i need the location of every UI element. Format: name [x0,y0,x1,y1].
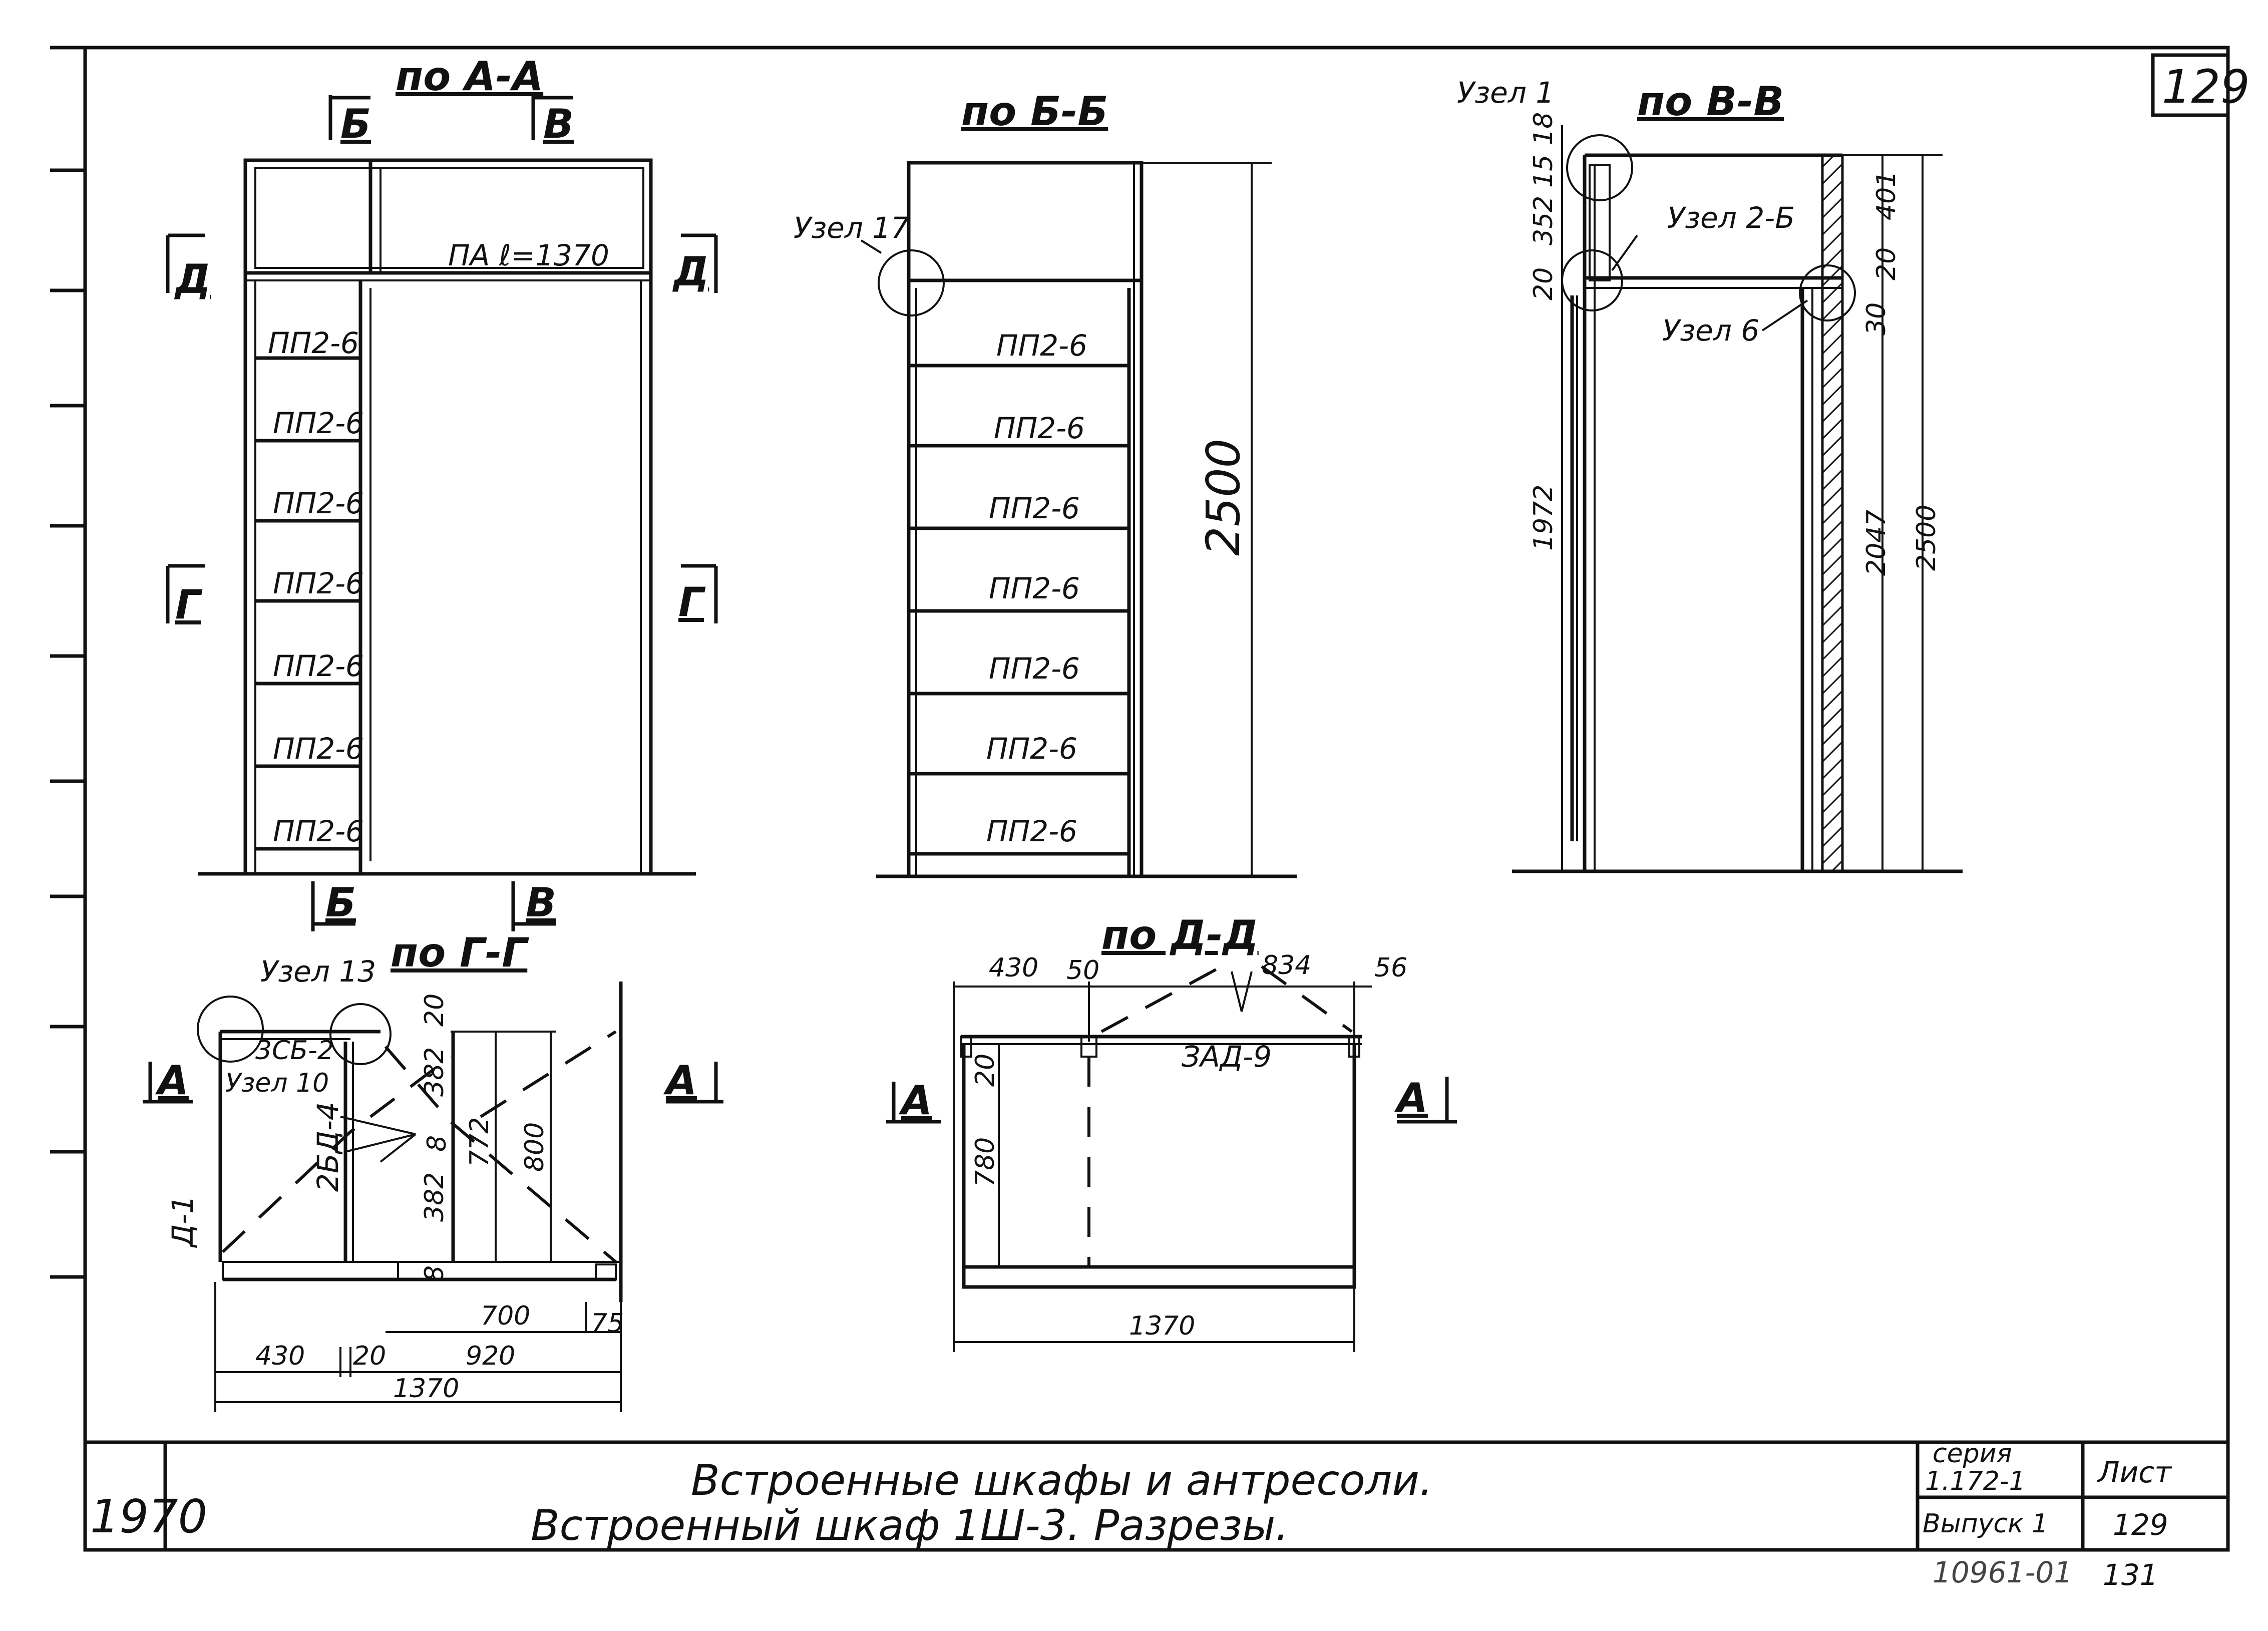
dim-vv-20: 20 [1529,267,1559,300]
node-1-circle [1566,134,1633,201]
shelf-label-bb-2: ПП2-6 [994,411,1085,445]
cut-mark-a-right-gg: А [663,1057,697,1104]
title-line-2: Встроенный шкаф 1Ш-3. Разрезы. [531,1501,1289,1550]
title-block [85,1440,2228,1550]
dim-bb-height: 2500 [1197,439,1250,556]
shelf-label-aa-5: ПП2-6 [273,649,364,683]
dim-gg-20h: 20 [353,1341,386,1371]
shelf-label-aa-7: ПП2-6 [273,814,364,848]
dim-gg-8-mid: 8 [422,1135,452,1152]
dim-vv-1972: 1972 [1529,485,1559,551]
dim-vv-20r: 20 [1871,247,1902,280]
dim-gg-382-bottom: 382 [420,1172,450,1222]
dim-dd-56: 56 [1374,953,1407,983]
node-10-circle [329,1003,392,1065]
sheet-value: 129 [2113,1508,2168,1542]
series-label: серия [1933,1439,2012,1469]
shelf-label-aa-2: ПП2-6 [273,406,364,440]
cut-mark-d-left: Д [174,256,211,302]
cut-mark-b-top: Б [340,101,371,147]
dim-vv-18: 18 [1529,112,1559,145]
dim-gg-920: 920 [466,1341,515,1371]
cut-mark-g-right: Г [678,579,706,625]
node-17-label: Узел 17 [794,211,909,245]
dim-dd-780: 780 [970,1137,1000,1187]
label-pa-panel: ПА ℓ=1370 [448,238,609,272]
cut-mark-a-left-gg: А [155,1057,189,1104]
shelf-label-aa-4: ПП2-6 [273,566,364,600]
dim-dd-20: 20 [970,1054,1000,1087]
cut-mark-a-left-dd: А [898,1077,932,1124]
title-year: 1970 [90,1490,207,1543]
part-3sb-label: 3СБ-2 [255,1036,334,1066]
node-6-label: Узел 6 [1662,313,1759,348]
shelf-label-bb-7: ПП2-6 [986,814,1077,848]
section-aa-title: по А-А [396,53,543,100]
cut-mark-b-bottom: Б [325,879,356,926]
shelf-label-aa-6: ПП2-6 [273,732,364,766]
series-value: 1.172-1 [1925,1466,2026,1496]
dim-gg-382-top: 382 [420,1047,450,1097]
shelf-label-aa-1: ПП2-6 [268,326,359,360]
dim-vv-2047: 2047 [1861,510,1892,576]
shelf-label-bb-6: ПП2-6 [986,732,1077,766]
dim-vv-15: 15 [1529,155,1559,188]
shelf-label-bb-3: ПП2-6 [989,491,1080,525]
dim-gg-8-bottom: 8 [420,1265,450,1282]
dim-dd-834: 834 [1262,950,1311,981]
dim-gg-700: 700 [481,1301,530,1331]
cut-mark-v-top: В [543,101,574,147]
dim-dd-430: 430 [989,953,1038,983]
node-17-circle [878,249,945,316]
section-vv: по В-В Узел 1 Узел 2-Б Узел 6 18 15 352 … [1457,76,1963,873]
section-bb-title: по Б-Б [961,88,1108,135]
dim-dd-50: 50 [1066,955,1099,986]
sheet-number-top: 129 [2162,60,2250,114]
node-2b-label: Узел 2-Б [1667,201,1795,235]
node-1-label: Узел 1 [1457,76,1554,110]
shelf-label-aa-3: ПП2-6 [273,486,364,520]
section-gg: по Г-Г Узел 13 Узел 10 3СБ-2 2БД-4 Д-1 А… [143,929,723,1412]
cut-mark-v-bottom: В [526,879,556,926]
section-bb: по Б-Б ПП2-6 ПП2-6 ПП2-6 ПП2-6 ПП2-6 ПП2… [794,88,1297,878]
shelf-label-bb-4: ПП2-6 [989,571,1080,605]
part-2bd-label: 2БД-4 [311,1102,345,1192]
node-13-circle [197,996,264,1063]
sheet-label: Лист [2097,1455,2172,1489]
cut-mark-a-right-dd: А [1394,1075,1428,1121]
shelf-label-bb-5: ПП2-6 [989,651,1080,686]
section-vv-title: по В-В [1637,78,1784,125]
archive-number: 10961-01 [1933,1555,2072,1589]
part-zad-label: ЗАД-9 [1182,1040,1272,1074]
cut-mark-g-left: Г [175,581,203,628]
node-13-label: Узел 13 [260,954,376,989]
dim-gg-1370: 1370 [393,1374,459,1404]
shelf-label-bb-1: ПП2-6 [996,329,1087,363]
section-dd: по Д-Д 430 50 834 56 ЗАД-9 20 780 1370 А… [886,912,1457,1352]
part-d1-label: Д-1 [166,1195,200,1248]
dim-gg-430: 430 [255,1341,305,1371]
dim-vv-2500: 2500 [1912,505,1942,571]
node-10-label: Узел 10 [225,1068,329,1098]
dim-vv-352: 352 [1529,196,1559,245]
dim-gg-772: 772 [465,1117,495,1167]
sheet-frame [50,46,2230,1552]
dim-dd-1370: 1370 [1129,1311,1195,1341]
dim-vv-401: 401 [1871,171,1902,220]
dim-gg-20: 20 [420,994,450,1027]
dim-vv-30: 30 [1861,302,1892,336]
dim-gg-800: 800 [520,1122,550,1172]
section-aa: по А-А Б В ПА ℓ=1370 ПП2-6 ПП2-6 ПП2-6 П… [166,53,718,931]
section-dd-title: по Д-Д [1101,912,1259,958]
section-gg-title: по Г-Г [391,929,529,976]
dim-gg-75: 75 [591,1309,624,1339]
archive-page: 131 [2103,1558,2158,1592]
cut-mark-d-right: Д [672,248,709,295]
issue-label: Выпуск 1 [1923,1509,2048,1539]
title-line-1: Встроенные шкафы и антресоли. [691,1456,1433,1505]
